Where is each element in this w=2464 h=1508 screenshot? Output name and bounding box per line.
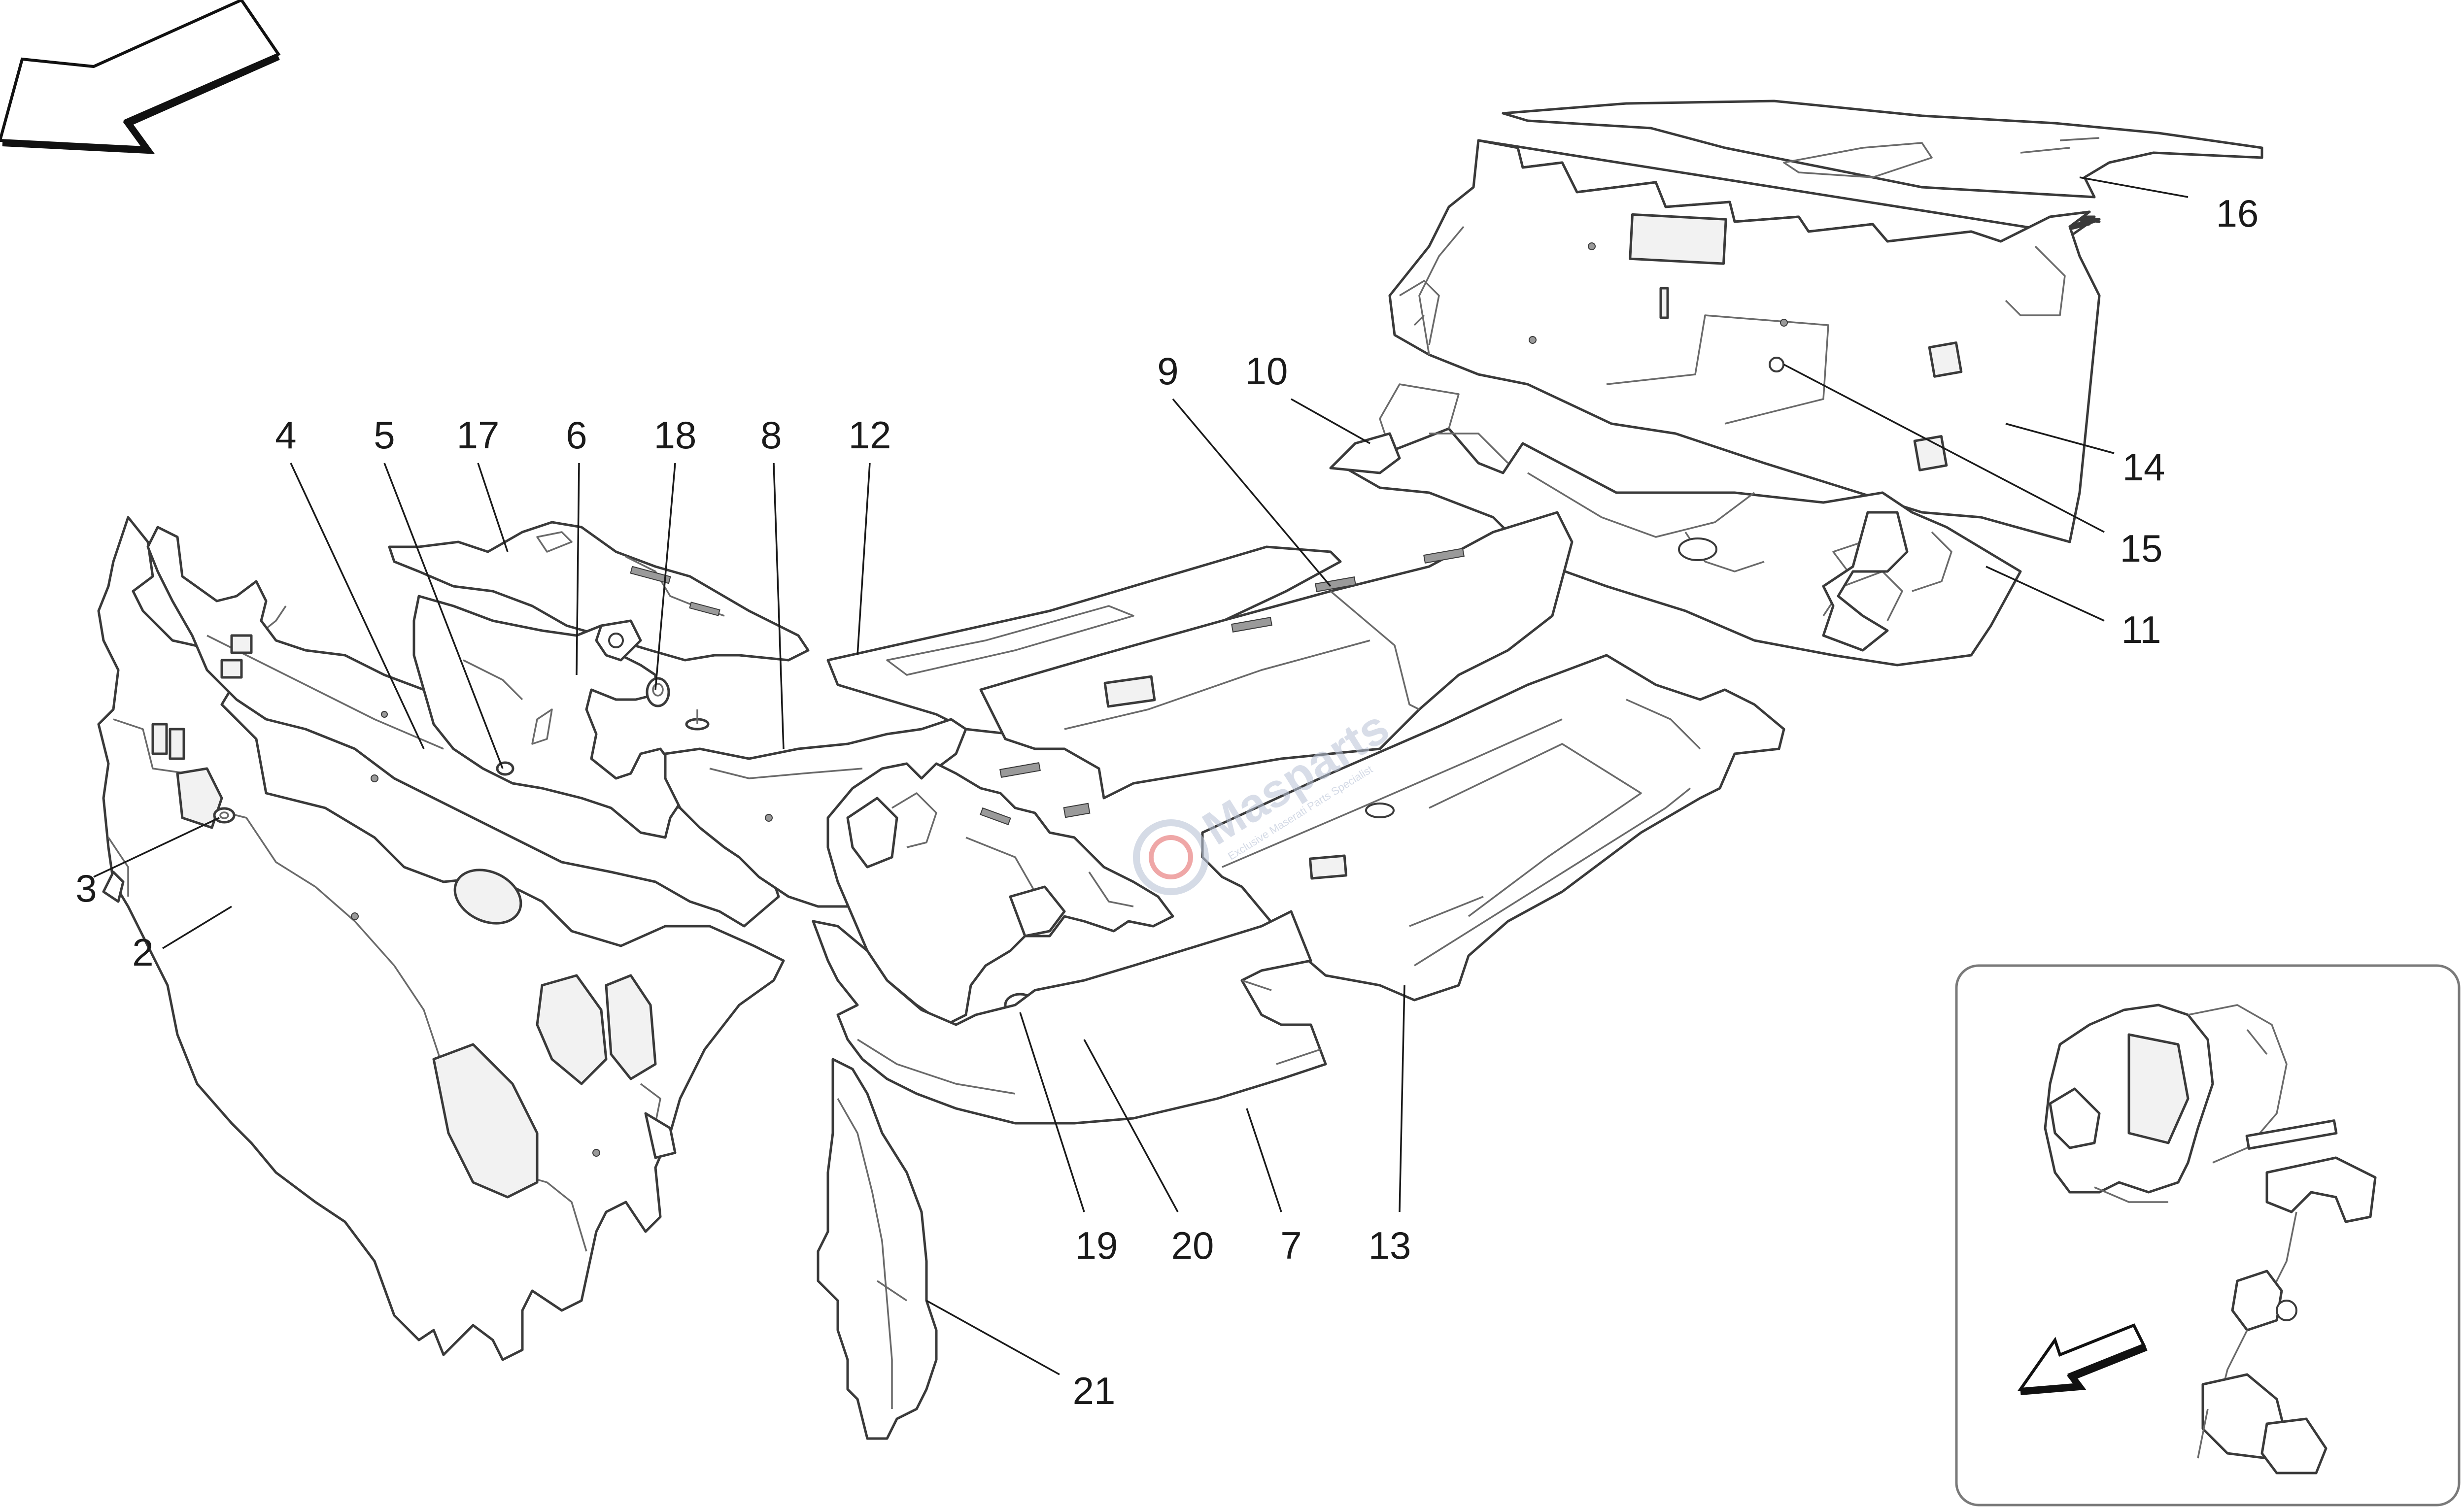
callout-21: 21 (1073, 1369, 1116, 1412)
callout-7: 7 (1280, 1224, 1301, 1267)
callout-13: 13 (1369, 1224, 1411, 1267)
inset-direction-arrow (2017, 1323, 2148, 1395)
part-3-fastener (213, 807, 236, 824)
part-1-pedal-box-insulation (2044, 1004, 2377, 1474)
part-2-firewall-insulation-lower (97, 516, 785, 1361)
part-18-grommet (646, 677, 670, 707)
callout-20: 20 (1171, 1224, 1214, 1267)
callout-12: 12 (849, 413, 891, 457)
callout-16: 16 (2216, 192, 2259, 235)
callout-6: 6 (566, 413, 587, 457)
callout-8: 8 (760, 413, 782, 457)
part-9-tunnel-insulation (979, 511, 1574, 818)
part-6-dashboard-side-insulation (412, 595, 682, 839)
part-14-rear-bulkhead-insulation (1388, 139, 2101, 543)
callout-10: 10 (1245, 349, 1288, 393)
part-16-rear-shelf-insulation (1502, 100, 2263, 199)
callout-11: 11 (2122, 608, 2161, 651)
callout-labels: 1 2 3 4 5 6 7 8 9 10 11 12 13 14 15 16 1… (75, 192, 2259, 1412)
part-21-a-pillar-insulation (817, 1058, 938, 1440)
callout-18: 18 (654, 413, 697, 457)
inset-detail-box (1955, 964, 2461, 1507)
callout-19: 19 (1075, 1224, 1118, 1267)
callout-15: 15 (2120, 527, 2163, 570)
callout-2: 2 (132, 931, 153, 974)
part-11-rear-floor-insulation (1329, 357, 2022, 667)
callout-4: 4 (275, 413, 296, 457)
callout-17: 17 (457, 413, 500, 457)
part-7-front-floor-pad (812, 910, 1327, 1125)
callout-5: 5 (374, 413, 395, 457)
callout-3: 3 (75, 867, 97, 910)
part-17-dashboard-insulation (388, 521, 810, 662)
part-5-fastener (496, 761, 514, 776)
main-direction-arrow (0, 0, 281, 154)
callout-14: 14 (2122, 445, 2165, 489)
leader-lines (93, 176, 2189, 1375)
callout-9: 9 (1157, 349, 1178, 393)
